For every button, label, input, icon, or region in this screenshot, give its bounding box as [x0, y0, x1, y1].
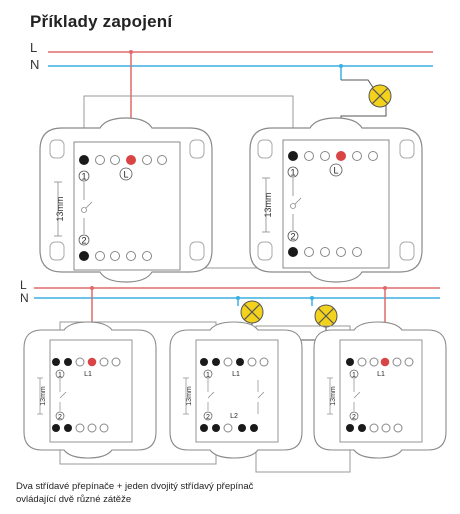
bottom-neutral-label: N	[20, 291, 29, 305]
svg-text:1: 1	[206, 372, 210, 379]
svg-text:1: 1	[58, 372, 62, 379]
top-left-dimension-label: 13mm	[55, 196, 65, 221]
svg-text:1: 1	[81, 172, 86, 182]
svg-text:2: 2	[352, 414, 356, 421]
bottom-line-label: L	[20, 278, 27, 292]
page-title: Příklady zapojení	[30, 12, 173, 31]
caption-line-1: Dva střídavé přepínače + jeden dvojitý s…	[16, 481, 254, 492]
top-line-label: L	[30, 40, 37, 55]
svg-text:2: 2	[206, 414, 210, 421]
caption: Dva střídavé přepínače + jeden dvojitý s…	[16, 480, 446, 506]
top-right-switch: 1 2 L 13mm	[249, 117, 423, 283]
bottom-right-switch: 1 2 L1 13mm	[313, 321, 447, 459]
top-left-switch: 1 2 L 13mm	[39, 117, 213, 283]
bottom-left-switch: 1 2 L1 13mm	[23, 321, 157, 459]
svg-text:L1: L1	[84, 371, 92, 378]
svg-text:L1: L1	[232, 371, 240, 378]
top-neutral-label: N	[30, 57, 39, 72]
top-lamp-icon	[368, 84, 392, 108]
svg-text:2: 2	[81, 236, 86, 246]
caption-line-2: ovládající dvě různé zátěže	[16, 494, 132, 505]
top-wiring-diagram: L N	[30, 40, 433, 283]
svg-text:2: 2	[58, 414, 62, 421]
svg-text:L1: L1	[377, 371, 385, 378]
svg-text:13mm: 13mm	[40, 386, 47, 406]
svg-text:1: 1	[352, 372, 356, 379]
svg-text:2: 2	[290, 232, 295, 242]
svg-text:13mm: 13mm	[330, 386, 337, 406]
top-right-dimension-label: 13mm	[263, 192, 273, 217]
svg-text:L: L	[333, 166, 338, 176]
bottom-middle-switch: 1 2 L1 L2 13mm	[169, 321, 303, 459]
svg-text:L: L	[123, 170, 128, 180]
bottom-lamp-2-icon	[314, 304, 338, 328]
svg-text:1: 1	[290, 168, 295, 178]
bottom-wiring-diagram: L N	[20, 278, 447, 473]
svg-text:L2: L2	[230, 413, 238, 420]
bottom-lamp-1-icon	[240, 300, 264, 324]
svg-text:13mm: 13mm	[186, 386, 193, 406]
